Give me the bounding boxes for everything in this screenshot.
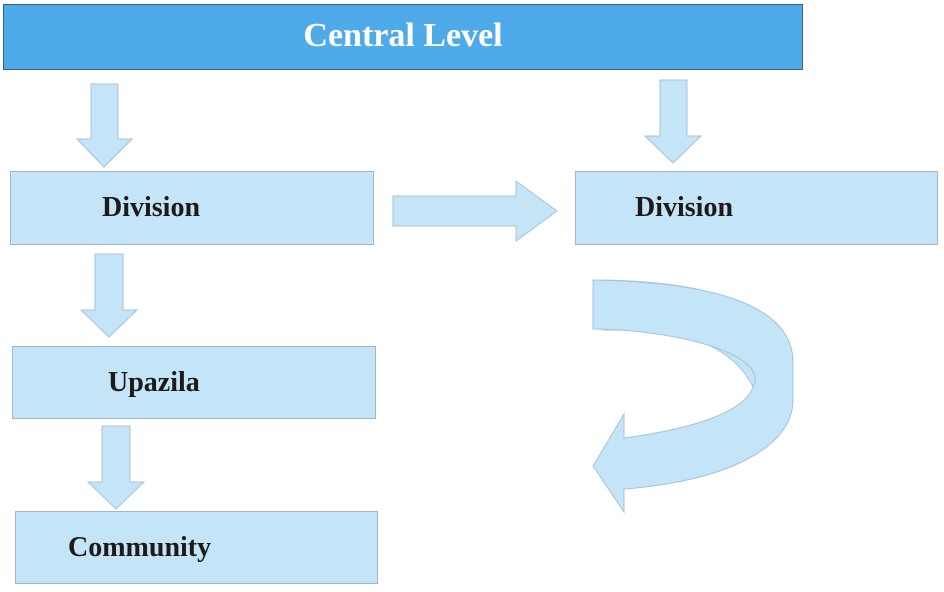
community-label: Community [68,531,212,563]
division-left-label: Division [102,192,201,223]
right-arrow-division-to-division [392,180,558,242]
down-arrow-central-to-division-right [643,79,703,164]
curved-u-turn-arrow [592,279,794,514]
down-arrow-central-to-division-left [75,83,134,168]
division-right-box: Division [575,171,938,245]
division-left-box: Division [10,171,374,245]
down-arrow-upazila-to-community [86,425,146,510]
curved-arrow-front-band [592,279,794,514]
down-arrow-division-to-upazila [79,253,139,338]
community-box: Community [15,511,378,584]
division-right-label: Division [635,192,734,223]
central-level-box: Central Level [3,4,803,70]
central-level-label: Central Level [303,17,503,54]
upazila-box: Upazila [12,346,376,419]
upazila-label: Upazila [108,366,200,398]
